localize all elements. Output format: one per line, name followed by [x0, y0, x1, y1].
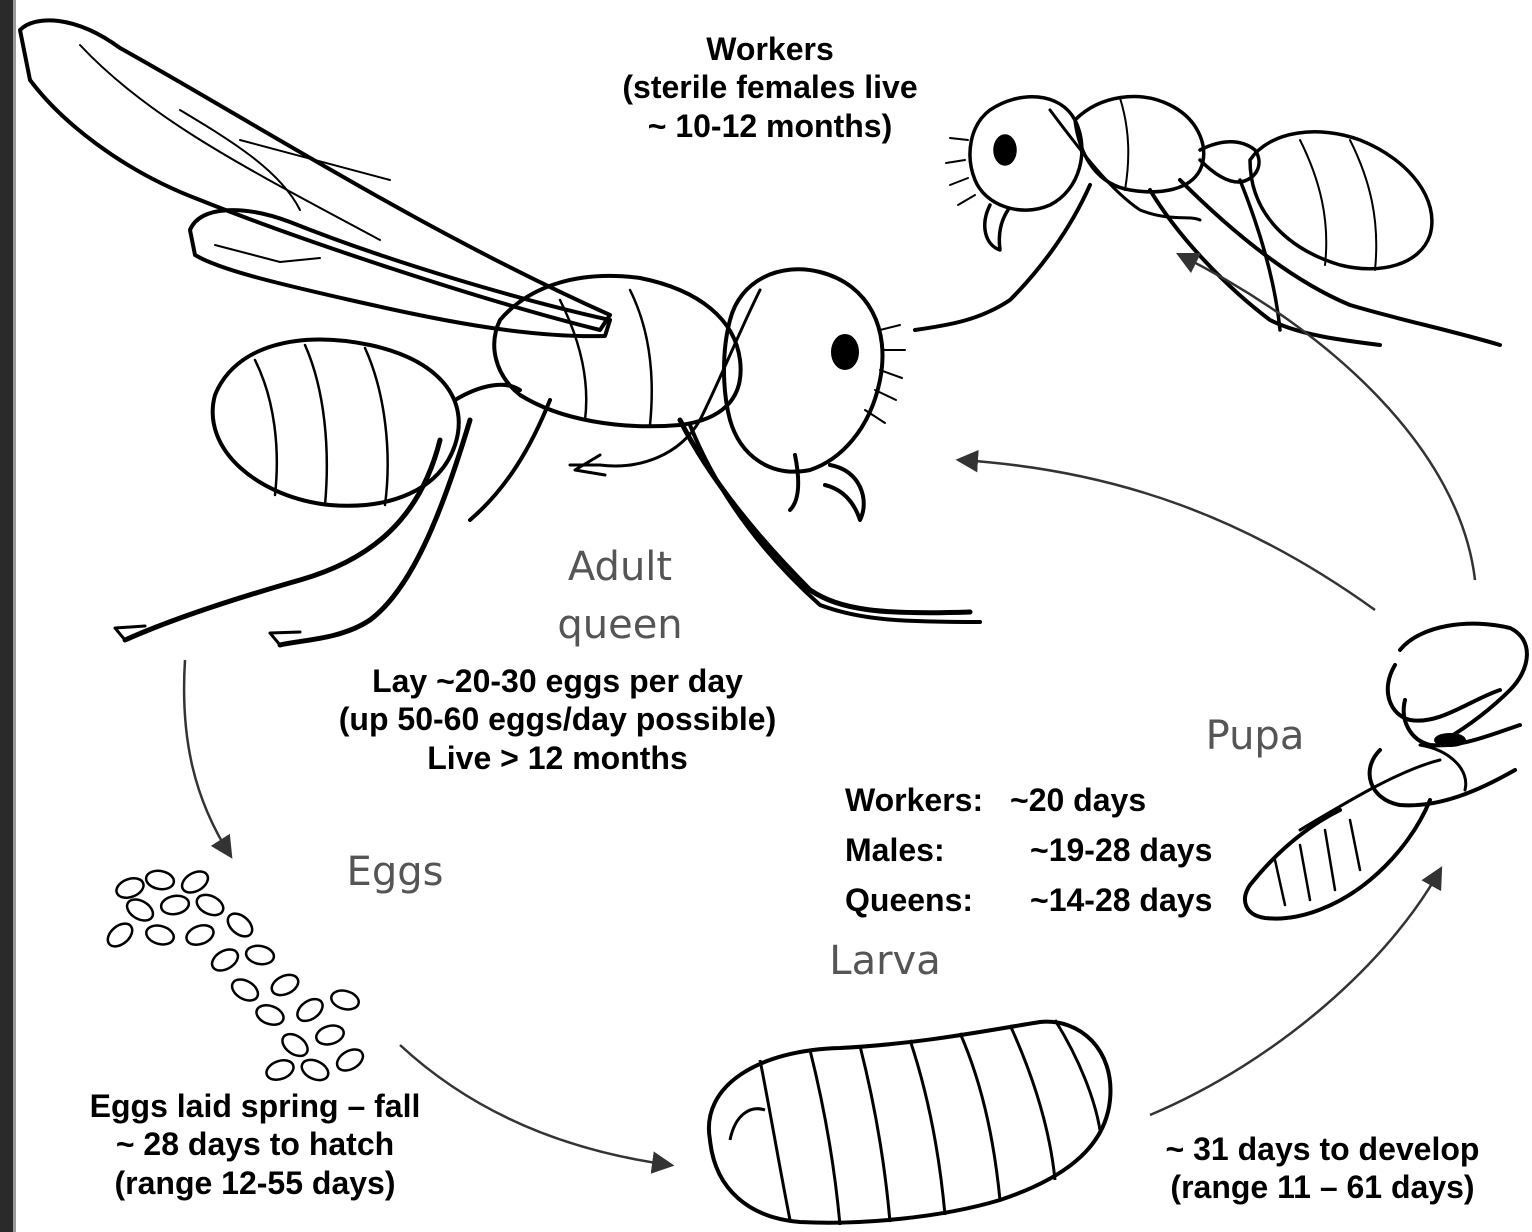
- workers-note-line3: ~ 10-12 months): [560, 107, 980, 145]
- queen-note-line3: Live > 12 months: [290, 739, 825, 777]
- stage-label-eggs: Eggs: [330, 843, 460, 901]
- eggs-note-line3: (range 12-55 days): [45, 1164, 465, 1202]
- workers-note-line2: (sterile females live: [560, 68, 980, 106]
- queen-note-line2: (up 50-60 eggs/day possible): [290, 700, 825, 738]
- pupa-males-label: Males:: [845, 825, 1030, 875]
- eggs-illustration: [103, 867, 366, 1084]
- pupa-development-note: Workers:~20 days Males:~19-28 days Queen…: [845, 775, 1255, 925]
- stage-label-pupa: Pupa: [1195, 707, 1315, 765]
- pupa-row-males: Males:~19-28 days: [845, 825, 1255, 875]
- workers-note-title: Workers: [560, 30, 980, 68]
- queen-note-line1: Lay ~20-30 eggs per day: [290, 662, 825, 700]
- stage-label-larva: Larva: [815, 932, 955, 990]
- larva-illustration: [709, 1020, 1111, 1225]
- worker-ant-illustration: [915, 97, 1500, 345]
- pupa-males-value: ~19-28 days: [1030, 832, 1212, 868]
- arrow-queen-to-eggs: [184, 660, 230, 855]
- larva-note: ~ 31 days to develop (range 11 – 61 days…: [1120, 1130, 1525, 1207]
- adult-queen-label-line1: Adult: [520, 538, 720, 596]
- pupa-illustration: [1245, 624, 1527, 919]
- pupa-queens-value: ~14-28 days: [1030, 882, 1212, 918]
- eggs-note-line1: Eggs laid spring – fall: [45, 1087, 465, 1125]
- arrow-pupa-to-workers: [1180, 255, 1475, 580]
- eggs-note-line2: ~ 28 days to hatch: [45, 1125, 465, 1163]
- workers-note: Workers (sterile females live ~ 10-12 mo…: [560, 30, 980, 145]
- pupa-workers-value: ~20 days: [1010, 782, 1146, 818]
- stage-label-adult-queen: Adult queen: [520, 538, 720, 654]
- pupa-row-queens: Queens:~14-28 days: [845, 875, 1255, 925]
- pupa-workers-label: Workers:: [845, 775, 1030, 825]
- queen-note: Lay ~20-30 eggs per day (up 50-60 eggs/d…: [290, 662, 825, 777]
- adult-queen-label-line2: queen: [520, 596, 720, 654]
- pupa-queens-label: Queens:: [845, 875, 1030, 925]
- arrow-pupa-to-queen: [960, 460, 1375, 610]
- larva-note-line2: (range 11 – 61 days): [1120, 1168, 1525, 1206]
- larva-note-line1: ~ 31 days to develop: [1120, 1130, 1525, 1168]
- pupa-row-workers: Workers:~20 days: [845, 775, 1255, 825]
- eggs-note: Eggs laid spring – fall ~ 28 days to hat…: [45, 1087, 465, 1202]
